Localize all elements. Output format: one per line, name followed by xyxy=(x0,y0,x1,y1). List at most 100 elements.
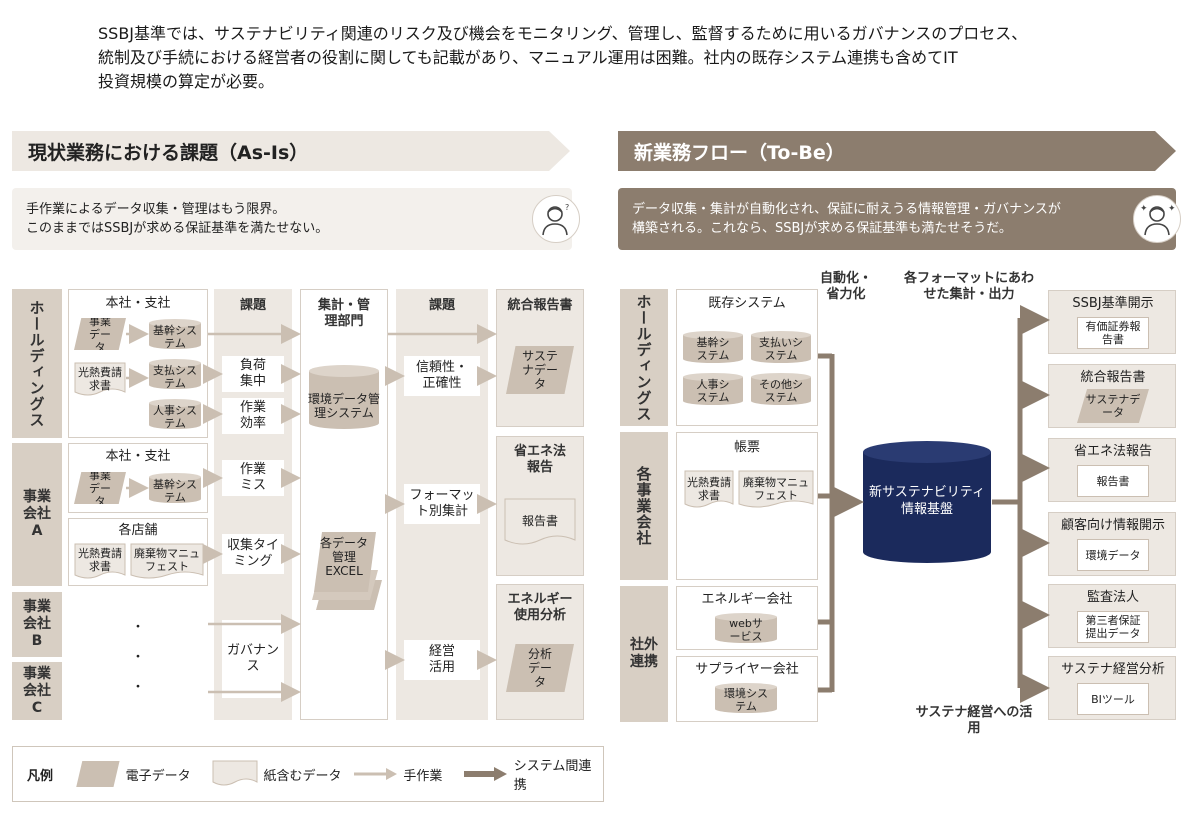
asis-row-company-b-label: 事業会社B xyxy=(23,599,51,649)
asis-company-a-doc2: 廃棄物マニュフェスト xyxy=(130,543,204,579)
asis-dept-db-label: 環境データ管理システム xyxy=(308,392,381,420)
asis-issue-1-item-4-label: 収集タイミング xyxy=(226,538,279,569)
tobe-format-label-text: 各フォーマットにあわせた集計・出力 xyxy=(903,271,1034,302)
legend-electronic-icon xyxy=(76,761,120,787)
asis-output-report2-title-wrap: 省エネ法報告 xyxy=(496,442,584,478)
asis-dot-3: ・ xyxy=(131,680,145,695)
svg-text:✦: ✦ xyxy=(1140,204,1148,214)
asis-issue-2-item-1-label: 信頼性・正確性 xyxy=(415,360,468,391)
asis-issue-1-item-5: ガバナンス xyxy=(222,620,284,698)
legend-system-label: システム間連携 xyxy=(513,759,592,793)
tobe-output-title: SSBJ基準開示 xyxy=(1072,296,1154,311)
tobe-output-item: 有価証券報告書 xyxy=(1077,317,1149,349)
tobe-output-item: 環境データ xyxy=(1077,539,1149,571)
tobe-existing-item-1: 基幹システム xyxy=(682,330,744,364)
asis-issue-1-item-1: 負荷集中 xyxy=(222,356,284,392)
intro-line-2: 統制及び手続における経営者の役割に関しても記載があり、マニュアル運用は困難。社内… xyxy=(98,48,958,67)
asis-issue-1-item-5-label: ガバナンス xyxy=(226,643,279,674)
asis-holdings-src1: 事業データ xyxy=(74,318,126,350)
asis-company-a-doc2-label: 廃棄物マニュフェスト xyxy=(134,547,200,573)
asis-output-report2-title: 省エネ法報告 xyxy=(513,444,566,475)
tobe-energy-item-label: webサービス xyxy=(729,617,763,643)
tobe-output-title: 統合報告書 xyxy=(1080,370,1146,385)
legend-paper-label: 紙含むデータ xyxy=(263,768,342,784)
tobe-row-companies: 各事業会社 xyxy=(620,432,668,580)
asis-holdings-title: 本社・支社 xyxy=(105,296,171,311)
asis-output-report1-title: 統合報告書 xyxy=(507,298,573,313)
tobe-output-box: 統合報告書サステナデータ xyxy=(1048,364,1176,428)
asis-output-report3-item-label: 分析データ xyxy=(527,647,552,689)
tobe-issue-line-2: 構築される。これなら、SSBJが求める保証基準も満たせそうだ。 xyxy=(632,221,1012,236)
asis-company-a-box2-title: 各店舗 xyxy=(118,523,158,538)
tobe-forms-doc2: 廃棄物マニュフェスト xyxy=(738,470,814,510)
asis-dot-1: ・ xyxy=(131,620,145,635)
asis-company-a-doc1: 光熱費請求書 xyxy=(74,543,126,579)
asis-issue-line-1: 手作業によるデータ収集・管理はもう限界。 xyxy=(26,202,286,217)
svg-text:✦: ✦ xyxy=(1168,204,1176,214)
tobe-output-item-label: 有価証券報告書 xyxy=(1085,320,1141,346)
svg-text:?: ? xyxy=(565,203,569,212)
tobe-output-box: 監査法人第三者保証提出データ xyxy=(1048,584,1176,648)
tobe-issue-line-1: データ収集・集計が自動化され、保証に耐えうる情報管理・ガバナンスが xyxy=(632,202,1061,217)
asis-issue-box: 手作業によるデータ収集・管理はもう限界。 このままではSSBJが求める保証基準を… xyxy=(12,188,572,250)
asis-dept-column xyxy=(300,289,388,720)
asis-issue-1-item-2-label: 作業効率 xyxy=(239,400,266,431)
tobe-issue-box: データ収集・集計が自動化され、保証に耐えうる情報管理・ガバナンスが 構築される。… xyxy=(618,188,1176,250)
asis-holdings-dst2-label: 支払システム xyxy=(153,364,197,390)
tobe-platform: 新サステナビリティ情報基盤 xyxy=(862,440,992,564)
legend-manual-label: 手作業 xyxy=(403,768,443,784)
asis-arrows xyxy=(126,324,497,702)
asis-company-a-dst-label: 基幹システム xyxy=(153,478,197,504)
tobe-existing-item-3: 人事システム xyxy=(682,372,744,406)
asis-banner-title: 現状業務における課題（As-Is） xyxy=(28,141,309,164)
asis-row-company-a: 事業会社A xyxy=(12,443,62,586)
asis-holdings-dst3-label: 人事システム xyxy=(153,404,197,430)
asis-output-report2-item: 報告書 xyxy=(504,498,576,546)
asis-holdings-src2-label: 光熱費請求書 xyxy=(78,366,122,392)
tobe-energy-item: webサービス xyxy=(714,612,778,644)
tobe-output-item-label: BIツール xyxy=(1091,692,1135,706)
asis-row-holdings-label: ホールディングス xyxy=(27,299,46,428)
tobe-platform-label: 新サステナビリティ情報基盤 xyxy=(869,485,985,517)
asis-row-company-c: 事業会社C xyxy=(12,662,62,720)
legend-title: 凡例 xyxy=(27,768,54,784)
legend-paper-icon xyxy=(212,760,258,786)
tobe-output-item-label: 報告書 xyxy=(1096,474,1130,488)
asis-issue-2-item-3: 経営活用 xyxy=(404,640,480,680)
asis-output-report3-title: エネルギー使用分析 xyxy=(507,592,573,623)
asis-issue-1-item-3: 作業ミス xyxy=(222,460,284,496)
asis-issue-column-1-heading: 課題 xyxy=(239,298,266,313)
worried-person-icon: ? xyxy=(532,195,580,243)
asis-dept-heading: 集計・管理部門 xyxy=(300,296,388,332)
asis-dot-2: ・ xyxy=(131,650,145,665)
tobe-output-title: 監査法人 xyxy=(1086,590,1139,605)
asis-company-a-box1-title: 本社・支社 xyxy=(105,449,171,464)
tobe-forms-doc2-label: 廃棄物マニュフェスト xyxy=(743,476,809,502)
tobe-existing-item-4-label: その他システム xyxy=(759,378,803,404)
tobe-supplier-item: 環境システム xyxy=(714,682,778,714)
asis-issue-1-item-4: 収集タイミング xyxy=(222,534,284,574)
tobe-supplier-item-label: 環境システム xyxy=(724,687,768,713)
legend: 凡例 電子データ 紙含むデータ 手作業 システム間連携 xyxy=(12,746,604,802)
tobe-existing-title: 既存システム xyxy=(708,296,786,311)
asis-output-report3-item: 分析データ xyxy=(506,644,574,692)
tobe-row-holdings: ホールディングス xyxy=(620,289,668,426)
asis-dept-db: 環境データ管理システム xyxy=(308,364,380,430)
tobe-existing-item-2-label: 支払いシステム xyxy=(759,336,803,362)
asis-holdings-dst3: 人事システム xyxy=(148,398,202,430)
asis-dept-excel: 各データ管理EXCEL xyxy=(310,530,382,612)
tobe-output-item-label: 環境データ xyxy=(1085,548,1141,562)
asis-output-report2-item-label: 報告書 xyxy=(521,514,558,528)
tobe-supplier-title: サプライヤー会社 xyxy=(695,662,799,677)
asis-dept-heading-label: 集計・管理部門 xyxy=(317,298,370,329)
asis-holdings-src1-label: 事業データ xyxy=(89,314,111,354)
asis-row-holdings: ホールディングス xyxy=(12,289,62,438)
asis-company-a-dst: 基幹システム xyxy=(148,472,202,504)
tobe-output-box: 省エネ法報告報告書 xyxy=(1048,438,1176,502)
tobe-banner: 新業務フロー（To-Be） xyxy=(618,131,1176,171)
tobe-forms-title: 帳票 xyxy=(733,440,760,455)
asis-output-report3-title-wrap: エネルギー使用分析 xyxy=(496,590,584,626)
tobe-energy-title: エネルギー会社 xyxy=(701,592,793,607)
tobe-output-item-label: 第三者保証提出データ xyxy=(1085,614,1141,640)
